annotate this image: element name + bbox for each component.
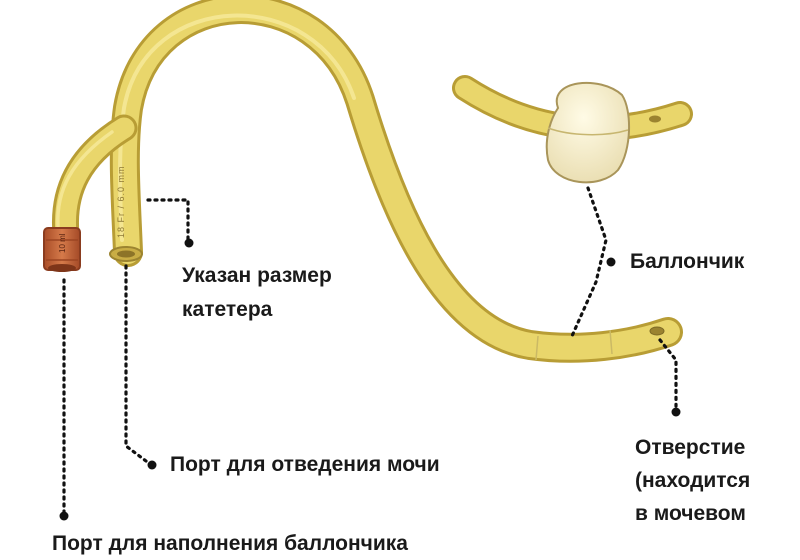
label-eyelet-line1: Отверстие: [635, 436, 746, 459]
label-balloon: Баллончик: [630, 250, 745, 273]
leader-size: [146, 198, 194, 248]
inflated-balloon-inset: [452, 75, 693, 184]
balloon-shape: [545, 82, 630, 184]
label-eyelet-line3: в мочевом: [635, 502, 746, 525]
foley-catheter-diagram: 18 Fr / 6.0 mm 10 ml: [43, 0, 693, 521]
label-inflation-port-cut: Порт для наполнения баллончика: [52, 532, 408, 555]
valve-volume-marking: 10 ml: [58, 233, 67, 253]
leader-drain-port: [124, 264, 157, 470]
label-drain-port: Порт для отведения мочи: [170, 453, 440, 476]
tip-balloon-band: [535, 329, 613, 361]
leader-balloon: [570, 186, 616, 338]
inflation-valve: 10 ml: [43, 227, 81, 272]
label-eyelet-line2: (находится: [635, 469, 751, 492]
leader-eyelet: [658, 338, 681, 417]
leader-inflation-port: [59, 278, 69, 521]
label-catheter-size-line2: катетера: [182, 298, 273, 321]
eyelet-hole: [649, 326, 665, 336]
inflation-branch: [51, 114, 138, 248]
shaft-size-marking: 18 Fr / 6.0 mm: [116, 165, 126, 238]
label-catheter-size-line1: Указан размер: [182, 264, 332, 287]
